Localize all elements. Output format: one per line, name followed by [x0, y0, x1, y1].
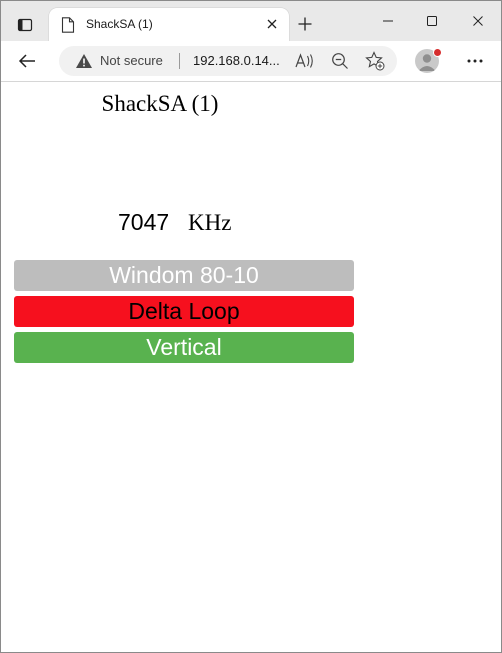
more-icon — [467, 59, 483, 63]
tab-strip: ShackSA (1) — [1, 1, 501, 41]
maximize-icon — [427, 16, 437, 26]
page-title: ShackSA (1) — [101, 91, 219, 116]
security-label[interactable]: Not secure — [100, 53, 163, 68]
warning-icon[interactable] — [75, 53, 93, 69]
minimize-button[interactable] — [365, 1, 411, 41]
back-button[interactable] — [13, 49, 41, 73]
tab-actions-button[interactable] — [9, 9, 41, 41]
active-tab[interactable]: ShackSA (1) — [49, 8, 289, 41]
maximize-button[interactable] — [409, 1, 455, 41]
more-options-button[interactable] — [463, 51, 487, 71]
tab-actions-icon — [17, 18, 33, 32]
address-bar[interactable]: Not secure 192.168.0.14... — [59, 46, 397, 76]
add-favorite-icon[interactable] — [365, 51, 385, 71]
tab-close-button[interactable] — [264, 16, 280, 32]
page-content: ShackSA (1) 7047 KHz Windom 80-10 Delta … — [1, 82, 501, 652]
back-arrow-icon — [18, 54, 35, 68]
new-tab-button[interactable] — [295, 14, 315, 34]
windom-antenna-button[interactable]: Windom 80-10 — [14, 260, 354, 291]
delta-loop-antenna-button[interactable]: Delta Loop — [14, 296, 354, 327]
page-icon — [61, 17, 75, 33]
profile-icon — [418, 54, 436, 71]
profile-notification-dot — [433, 48, 442, 57]
url-text[interactable]: 192.168.0.14... — [193, 53, 280, 68]
tab-title: ShackSA (1) — [86, 17, 153, 31]
vertical-antenna-button[interactable]: Vertical — [14, 332, 354, 363]
zoom-out-icon[interactable] — [331, 52, 349, 70]
window-close-button[interactable] — [455, 1, 501, 41]
browser-toolbar: Not secure 192.168.0.14... — [1, 41, 501, 82]
window-close-icon — [473, 16, 483, 26]
plus-icon — [298, 17, 312, 31]
minimize-icon — [383, 20, 393, 22]
address-separator — [179, 53, 180, 69]
frequency-value: 7047 — [118, 209, 170, 235]
frequency-unit: KHz — [188, 210, 232, 235]
close-icon — [267, 19, 277, 29]
read-aloud-icon[interactable] — [295, 52, 315, 70]
